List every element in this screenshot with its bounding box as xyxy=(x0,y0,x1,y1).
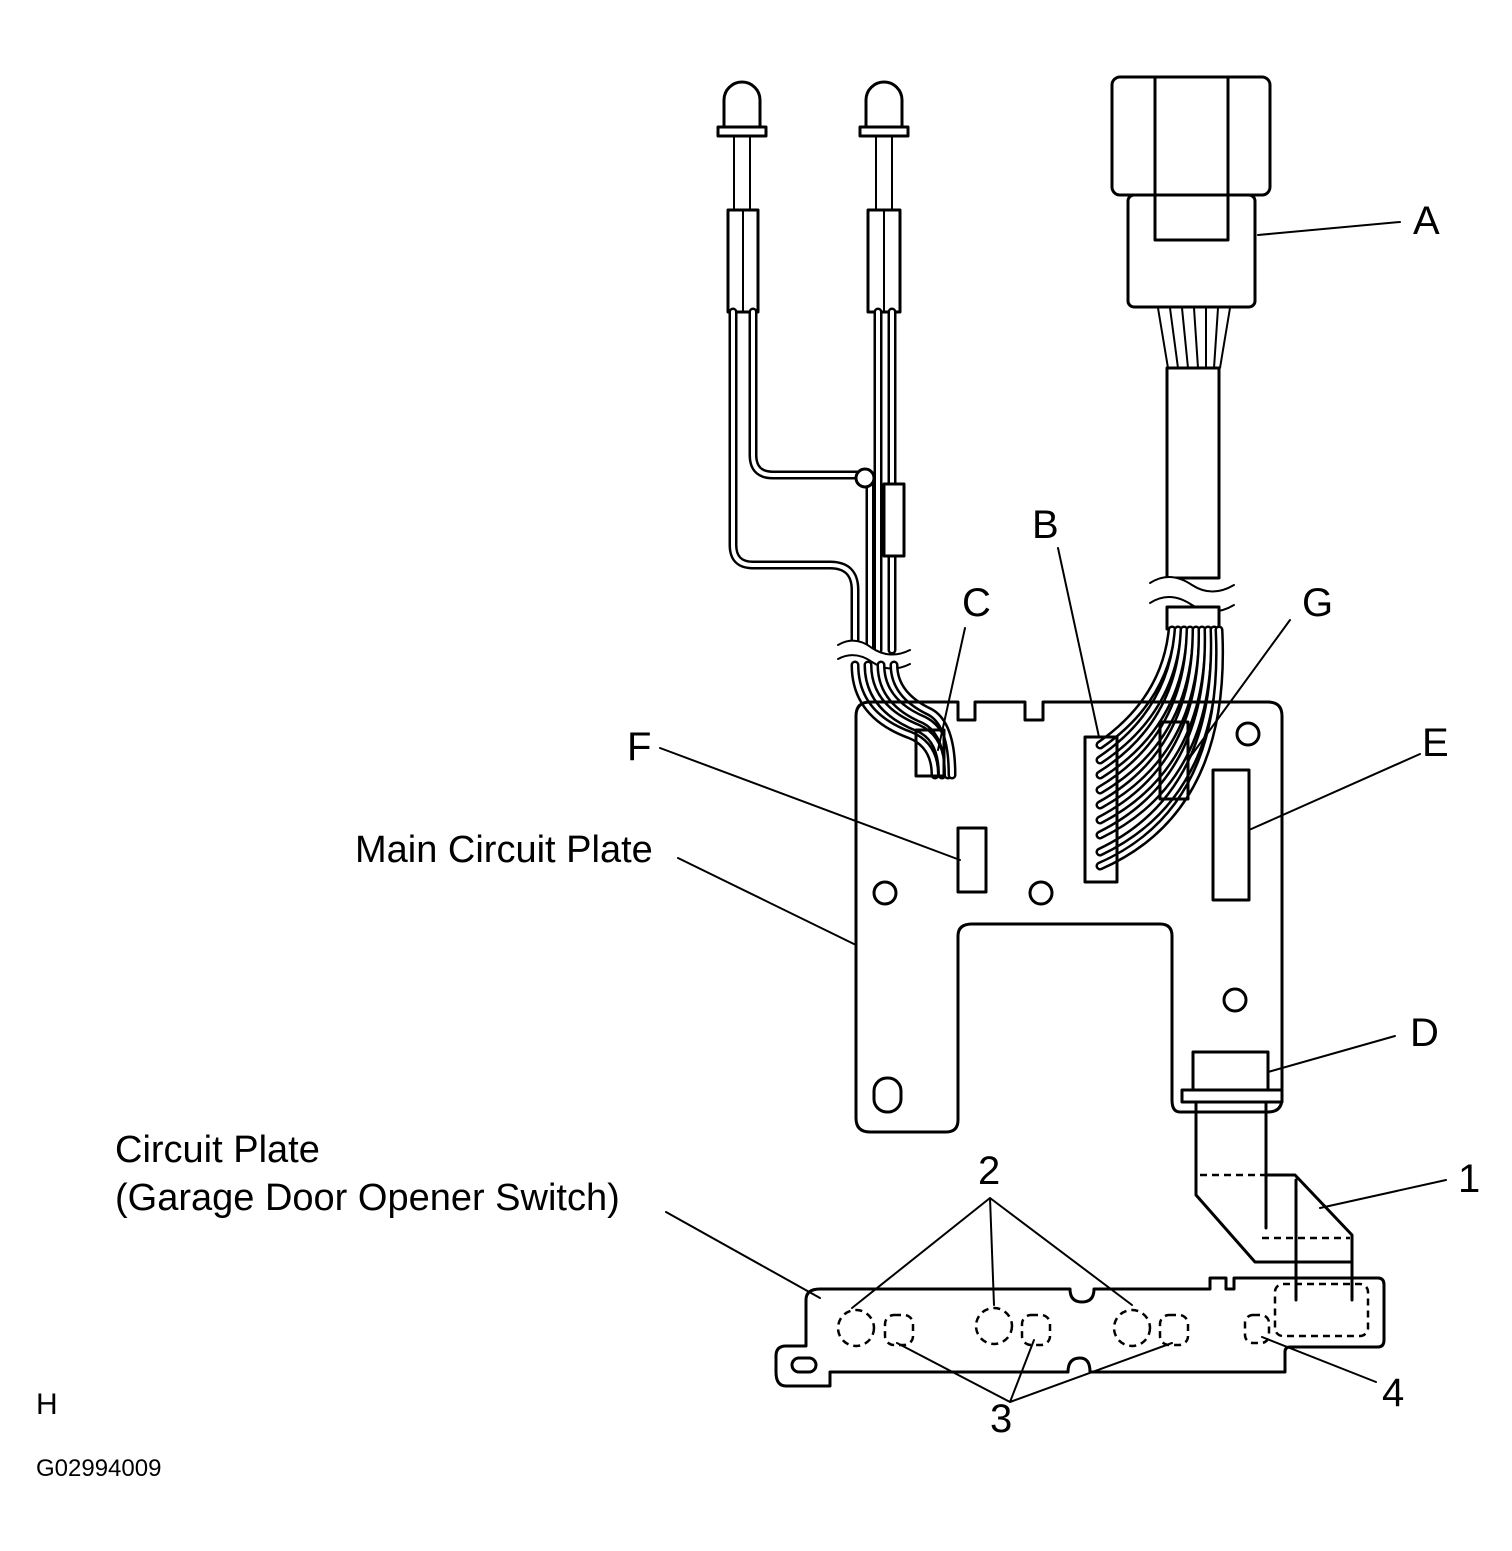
connector-f xyxy=(956,826,988,894)
label-g: G xyxy=(1302,581,1333,625)
label-3: 3 xyxy=(990,1397,1012,1441)
mounting-slot-small xyxy=(790,1356,818,1374)
label-d: D xyxy=(1410,1011,1439,1055)
label-c: C xyxy=(962,581,991,625)
mounting-hole xyxy=(1028,880,1054,906)
label-2: 2 xyxy=(978,1149,1000,1193)
led-indicator xyxy=(1020,1313,1052,1347)
led-bulb-left xyxy=(716,80,768,314)
switch-dome xyxy=(1112,1308,1152,1348)
connector-a xyxy=(1110,75,1272,580)
label-4: 4 xyxy=(1382,1371,1404,1415)
mounting-hole xyxy=(1235,721,1261,747)
led-indicator xyxy=(1158,1313,1190,1347)
caption-circuit-plate-line2: (Garage Door Opener Switch) xyxy=(115,1177,620,1219)
label-e: E xyxy=(1422,721,1449,765)
mounting-slot xyxy=(872,1076,903,1114)
led-wires-to-c xyxy=(850,660,957,780)
corner-mark-h: H xyxy=(36,1388,58,1421)
leader-lines xyxy=(659,221,1447,1403)
connector-e xyxy=(1211,768,1251,902)
garage-circuit-plate xyxy=(774,1276,1386,1388)
flat-cable-1 xyxy=(1194,1100,1354,1302)
mounting-hole xyxy=(1222,987,1248,1013)
connector-d xyxy=(1180,1050,1284,1104)
led-indicator-4 xyxy=(1243,1313,1271,1345)
connector-b xyxy=(1083,735,1119,884)
led-indicator xyxy=(883,1313,915,1347)
mounting-hole xyxy=(872,880,898,906)
led-bulb-right xyxy=(858,80,910,314)
wire-break-mark-right xyxy=(1149,576,1235,613)
label-a: A xyxy=(1413,199,1440,243)
switch-dome xyxy=(836,1308,876,1348)
led-lead-wires xyxy=(728,307,906,655)
label-b: B xyxy=(1032,503,1059,547)
caption-main-circuit-plate: Main Circuit Plate xyxy=(355,829,653,871)
cable-connector-outline xyxy=(1273,1282,1370,1338)
label-1: 1 xyxy=(1458,1157,1480,1201)
label-f: F xyxy=(627,725,651,769)
figure-code: G02994009 xyxy=(36,1455,161,1482)
connector-c xyxy=(914,728,946,778)
switch-dome xyxy=(974,1306,1014,1346)
harness-sleeve-lower xyxy=(1165,605,1221,631)
caption-circuit-plate-line1: Circuit Plate xyxy=(115,1129,320,1171)
